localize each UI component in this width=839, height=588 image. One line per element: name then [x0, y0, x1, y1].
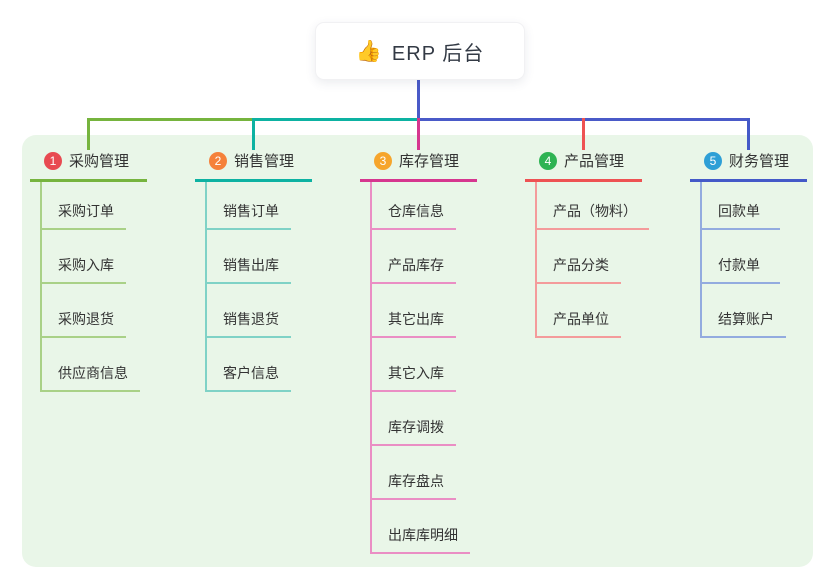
branch-label: 销售管理	[234, 153, 295, 170]
root-node-label: ERP 后台	[391, 42, 485, 65]
spine-segment-2	[252, 118, 417, 121]
branch-number-badge: 2	[209, 151, 227, 170]
branch-drop-line-4	[582, 118, 585, 150]
branch-4: 4 产品管理产品（物料）产品分类产品单位	[525, 148, 649, 338]
branch-node-5[interactable]: 5 财务管理	[690, 148, 807, 182]
child-node[interactable]: 产品分类	[537, 230, 621, 284]
child-node[interactable]: 销售订单	[207, 182, 291, 230]
root-node[interactable]: 👍 ERP 后台	[315, 22, 525, 80]
child-node[interactable]: 采购入库	[42, 230, 126, 284]
child-node[interactable]: 仓库信息	[372, 182, 456, 230]
branch-number-badge: 5	[704, 151, 722, 170]
branch-1: 1 采购管理采购订单采购入库采购退货供应商信息	[30, 148, 147, 392]
child-node[interactable]: 其它入库	[372, 338, 456, 392]
branches-panel	[22, 135, 813, 567]
branch-number-badge: 4	[539, 151, 557, 170]
spine-segment-1	[87, 118, 252, 121]
child-node[interactable]: 产品单位	[537, 284, 621, 338]
child-node[interactable]: 销售出库	[207, 230, 291, 284]
branch-children-list: 销售订单销售出库销售退货客户信息	[205, 182, 312, 392]
branch-drop-line-5	[747, 118, 750, 150]
child-node[interactable]: 付款单	[702, 230, 780, 284]
branch-label: 财务管理	[729, 153, 790, 170]
branch-children-list: 产品（物料）产品分类产品单位	[535, 182, 649, 338]
branch-children-list: 回款单付款单结算账户	[700, 182, 807, 338]
child-node[interactable]: 产品（物料）	[537, 182, 649, 230]
branch-children-list: 采购订单采购入库采购退货供应商信息	[40, 182, 147, 392]
branch-drop-line-1	[87, 118, 90, 150]
child-node[interactable]: 采购退货	[42, 284, 126, 338]
branch-number-badge: 1	[44, 151, 62, 170]
branch-label: 库存管理	[399, 153, 460, 170]
child-node[interactable]: 其它出库	[372, 284, 456, 338]
branch-drop-line-3	[417, 118, 420, 150]
branch-children-list: 仓库信息产品库存其它出库其它入库库存调拨库存盘点出库库明细	[370, 182, 477, 554]
child-node[interactable]: 采购订单	[42, 182, 126, 230]
child-node[interactable]: 回款单	[702, 182, 780, 230]
child-node[interactable]: 产品库存	[372, 230, 456, 284]
child-node[interactable]: 销售退货	[207, 284, 291, 338]
branch-node-3[interactable]: 3 库存管理	[360, 148, 477, 182]
child-node[interactable]: 库存盘点	[372, 446, 456, 500]
root-connector-line	[417, 78, 420, 121]
branch-label: 产品管理	[564, 153, 625, 170]
branch-node-1[interactable]: 1 采购管理	[30, 148, 147, 182]
branch-drop-line-2	[252, 118, 255, 150]
child-node[interactable]: 客户信息	[207, 338, 291, 392]
branch-number-badge: 3	[374, 151, 392, 170]
branch-5: 5 财务管理回款单付款单结算账户	[690, 148, 807, 338]
branch-label: 采购管理	[69, 153, 130, 170]
branch-node-2[interactable]: 2 销售管理	[195, 148, 312, 182]
child-node[interactable]: 库存调拨	[372, 392, 456, 446]
thumbs-up-icon: 👍	[355, 39, 382, 63]
child-node[interactable]: 出库库明细	[372, 500, 470, 554]
child-node[interactable]: 供应商信息	[42, 338, 140, 392]
child-node[interactable]: 结算账户	[702, 284, 786, 338]
branch-2: 2 销售管理销售订单销售出库销售退货客户信息	[195, 148, 312, 392]
branch-node-4[interactable]: 4 产品管理	[525, 148, 642, 182]
branch-3: 3 库存管理仓库信息产品库存其它出库其它入库库存调拨库存盘点出库库明细	[360, 148, 477, 554]
